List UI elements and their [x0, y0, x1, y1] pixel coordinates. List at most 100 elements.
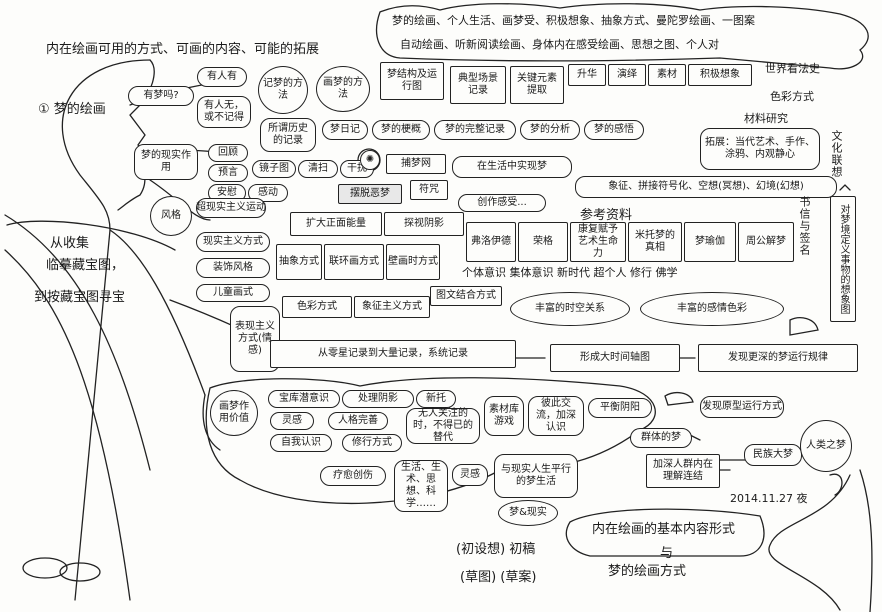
symbols-node[interactable]: 象征、拼接符号化、空想(冥想)、幻境(幻想)	[575, 176, 837, 198]
practice-node[interactable]: 修行方式	[342, 434, 402, 452]
top-cloud	[376, 3, 869, 70]
life-dream-node[interactable]: 在生活中实现梦	[452, 156, 572, 178]
new-ideas-node[interactable]: 新托	[416, 390, 456, 408]
feel-node[interactable]: 感动	[248, 184, 288, 202]
how-to-draw-node[interactable]: 画梦的方法	[316, 66, 370, 112]
collect-line2: 临摹藏宝图，	[46, 258, 125, 273]
dream-catcher-icon: ✺	[360, 150, 380, 170]
review-node[interactable]: 回顾	[208, 144, 248, 162]
expand-node[interactable]: 拓展：当代艺术、手作、涂鸦、内观静心	[700, 128, 820, 170]
head-outline	[61, 59, 151, 601]
draft-label: (初设想) 初稿	[456, 542, 536, 557]
archetype-node[interactable]: 发现原型运行方式	[700, 396, 784, 418]
memory-method-node[interactable]: 记梦的方法	[258, 66, 308, 114]
no-memory-node[interactable]: 有人无，或不记得	[197, 96, 251, 128]
rich-feeling-node[interactable]: 丰富的感情色彩	[640, 292, 784, 326]
talisman-node[interactable]: 符咒	[410, 180, 448, 200]
ref-item-5[interactable]: 周公解梦	[738, 222, 794, 262]
so-called-node[interactable]: 所谓历史的记录	[260, 118, 316, 152]
material-research-label: 材料研究	[744, 112, 788, 125]
life-dream-value-node[interactable]: 生活、生术、思想、科学……	[394, 460, 448, 512]
full-record-node[interactable]: 梦的完整记录	[434, 120, 516, 140]
dream-bible-node[interactable]: 对梦境定义事物的想象图	[830, 196, 856, 322]
realism-node[interactable]: 现实主义方式	[196, 232, 270, 252]
dream-structure-node[interactable]: 梦结构及运行图	[380, 62, 444, 100]
nightmare-node[interactable]: 摆脱恶梦	[338, 184, 402, 204]
inspiration-node[interactable]: 灵感	[270, 412, 314, 430]
ref-item-1[interactable]: 荣格	[518, 222, 568, 262]
kids-node[interactable]: 儿童画式	[196, 284, 270, 302]
symbol-way-node[interactable]: 象征主义方式	[354, 296, 430, 318]
mural-node[interactable]: 壁画时方式	[386, 244, 440, 280]
real-dream-node[interactable]: 梦的现实作用	[134, 144, 198, 180]
material-node[interactable]: 素材	[648, 64, 686, 86]
collect-line3: 到按藏宝图寻宝	[34, 290, 126, 305]
deep-link-node[interactable]: 加深人群内在理解连结	[646, 454, 720, 488]
dream-analysis-node[interactable]: 梦的分析	[520, 120, 580, 140]
shadow-value-node[interactable]: 处理阴影	[342, 390, 414, 408]
mirror-node[interactable]: 镜子图	[252, 160, 296, 178]
typical-scene-node[interactable]: 典型场景记录	[450, 66, 506, 104]
color-style-label: 色彩方式	[770, 90, 814, 103]
exchange-node[interactable]: 彼此交流，加深认识	[528, 396, 584, 436]
performance-node[interactable]: 演绎	[608, 64, 646, 86]
color-way-node[interactable]: 色彩方式	[282, 296, 352, 318]
bottom-title3: 梦的绘画方式	[608, 564, 687, 579]
no-mind-time-node[interactable]: 无人关注的时，不得已的替代	[406, 408, 480, 444]
ref-item-2[interactable]: 康复赋予艺术生命力	[570, 222, 626, 262]
culture-label: 文化联想	[830, 130, 843, 178]
decor-node[interactable]: 装饰风格	[196, 258, 270, 278]
deeper-rules-node[interactable]: 发现更深的梦运行规律	[698, 344, 858, 372]
graphic-text-node[interactable]: 图文结合方式	[430, 286, 502, 306]
enlarge-node[interactable]: 扩大正面能量	[290, 212, 382, 236]
dream-diary-node[interactable]: 梦日记	[322, 120, 368, 140]
linked-node[interactable]: 联环画方式	[324, 244, 384, 280]
key-element-node[interactable]: 关键元素提取	[510, 66, 564, 104]
surreal-node[interactable]: 超现实主义运动	[196, 198, 266, 218]
upgrade-node[interactable]: 升华	[568, 64, 606, 86]
ref-item-3[interactable]: 米托梦的真相	[628, 222, 682, 262]
abstract-node[interactable]: 抽象方式	[276, 244, 322, 280]
collect-line1: 从收集	[50, 236, 90, 251]
top-cloud-line1: 梦的绘画、个人生活、画梦受、积极想象、抽象方式、曼陀罗绘画、一图案	[392, 14, 755, 27]
material-lib-node[interactable]: 素材库游戏	[484, 396, 524, 436]
letters-label: 书信与签名	[798, 196, 811, 256]
face-profile	[117, 59, 155, 211]
value-node[interactable]: 画梦作用价值	[210, 390, 258, 436]
realize-life-node[interactable]: 与现实人生平行的梦生活	[494, 454, 578, 498]
has-dream-node[interactable]: 有梦吗?	[128, 86, 194, 106]
dream-reality-node[interactable]: 梦&现实	[498, 500, 558, 526]
top-title: 内在绘画可用的方式、可画的内容、可能的拓展	[46, 42, 320, 57]
rich-space-node[interactable]: 丰富的时空关系	[510, 292, 630, 326]
clear-scan-node[interactable]: 清扫	[298, 160, 338, 178]
ref-item-0[interactable]: 弗洛伊德	[466, 222, 516, 262]
shadow-node[interactable]: 探视阴影	[384, 212, 464, 236]
human-dream-node[interactable]: 人类之梦	[800, 420, 852, 472]
nation-dream-node[interactable]: 民族大梦	[744, 444, 802, 466]
yin-yang-node[interactable]: 平衡阴阳	[588, 398, 652, 418]
dream-feeling-node[interactable]: 梦的感悟	[584, 120, 644, 140]
dream-outline-node[interactable]: 梦的梗概	[372, 120, 430, 140]
references-title: 参考资料	[580, 208, 633, 223]
style-node[interactable]: 风格	[150, 196, 192, 236]
center-title: ① 梦的绘画	[38, 102, 106, 117]
from-single-node[interactable]: 从零星记录到大量记录，系统记录	[270, 340, 516, 368]
spirit-node[interactable]: 灵感	[452, 464, 488, 486]
top-cloud-line2: 自动绘画、听新阅读绘画、身体内在感受绘画、思想之图、个人对	[400, 38, 719, 51]
ref-item-4[interactable]: 梦瑜伽	[684, 222, 736, 262]
world-view-label: 世界看法史	[765, 62, 820, 75]
personality-node[interactable]: 人格完善	[328, 412, 388, 430]
date-label: 2014.11.27 夜	[730, 492, 808, 505]
creation-ideas-node[interactable]: 创作感受...	[458, 194, 546, 212]
someone-has-node[interactable]: 有人有	[197, 67, 247, 87]
foretell-node[interactable]: 预言	[208, 164, 248, 182]
treasure-node[interactable]: 宝库潜意识	[268, 390, 340, 408]
big-timeline-node[interactable]: 形成大时间轴图	[550, 344, 680, 372]
group-dream-node[interactable]: 群体的梦	[630, 428, 692, 448]
active-imagination-node[interactable]: 积极想象	[688, 64, 752, 86]
self-knowledge-node[interactable]: 自我认识	[270, 434, 332, 452]
heal-creation-node[interactable]: 疗愈创伤	[320, 466, 386, 486]
bottom-title1: 内在绘画的基本内容形式	[592, 522, 736, 537]
dream-catcher-node[interactable]: 捕梦网	[386, 154, 446, 174]
